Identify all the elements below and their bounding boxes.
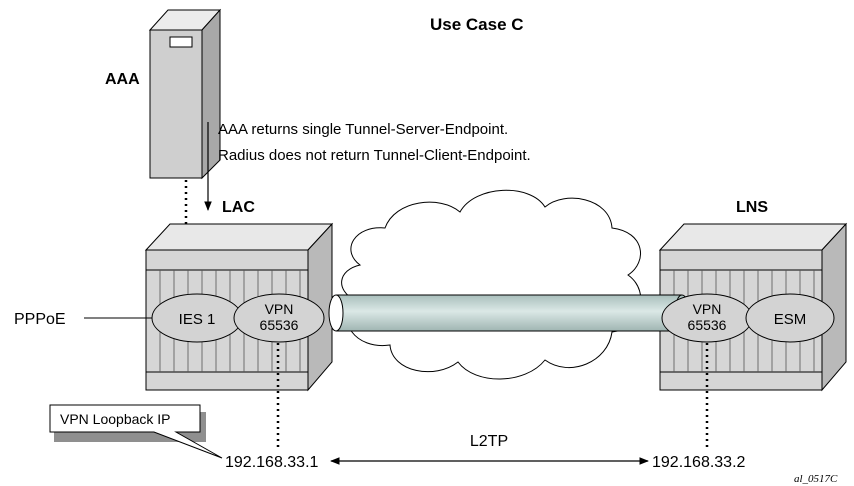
aaa-server-icon bbox=[148, 8, 222, 180]
lac-ip: 192.168.33.1 bbox=[225, 454, 319, 471]
loopback-callout bbox=[49, 404, 223, 459]
lac-vpn-label-line1: VPN bbox=[265, 301, 294, 317]
esm-service bbox=[745, 293, 835, 343]
aaa-label: AAA bbox=[105, 71, 140, 88]
aaa-note-line2: Radius does not return Tunnel-Client-End… bbox=[218, 147, 531, 164]
lns-vpn-label-line2: 65536 bbox=[688, 317, 727, 333]
figure-id: al_0517C bbox=[794, 473, 838, 485]
lac-label: LAC bbox=[222, 199, 255, 216]
pppoe-label: PPPoE bbox=[14, 311, 66, 328]
diagram-title: Use Case C bbox=[430, 15, 524, 34]
aaa-note-line1: AAA returns single Tunnel-Server-Endpoin… bbox=[218, 121, 508, 138]
network-cloud-icon bbox=[341, 189, 642, 380]
esm-label: ESM bbox=[774, 311, 807, 328]
lac-vpn-service bbox=[233, 293, 325, 343]
l2tp-tunnel-icon bbox=[328, 294, 690, 332]
l2tp-label: L2TP bbox=[470, 433, 508, 450]
lac-vpn-label-line2: 65536 bbox=[260, 317, 299, 333]
callout-label: VPN Loopback IP bbox=[60, 411, 171, 427]
ies1-label: IES 1 bbox=[179, 311, 216, 328]
lns-label: LNS bbox=[736, 199, 768, 216]
lns-vpn-label-line1: VPN bbox=[693, 301, 722, 317]
lns-ip: 192.168.33.2 bbox=[652, 454, 746, 471]
